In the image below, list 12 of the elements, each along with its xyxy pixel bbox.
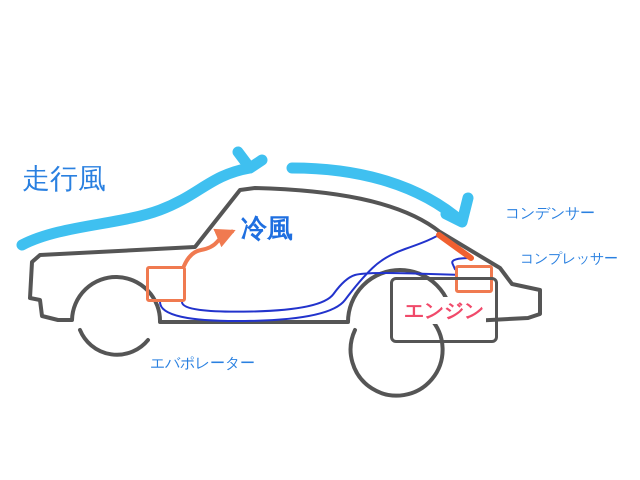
part-label: エバポレーター bbox=[150, 354, 255, 373]
engine-label: エンジン bbox=[402, 296, 486, 324]
arrow bbox=[182, 228, 236, 268]
part-label: コンプレッサー bbox=[520, 250, 618, 268]
pipe-line bbox=[181, 272, 456, 313]
part-label: コンデンサー bbox=[505, 204, 595, 223]
compressor-box bbox=[455, 265, 493, 293]
evaporator-box bbox=[146, 266, 186, 302]
engine-box bbox=[390, 277, 498, 343]
condenser-bar bbox=[436, 232, 474, 261]
air-label: 冷風 bbox=[241, 212, 293, 246]
part-label: 走行風 bbox=[22, 161, 106, 197]
